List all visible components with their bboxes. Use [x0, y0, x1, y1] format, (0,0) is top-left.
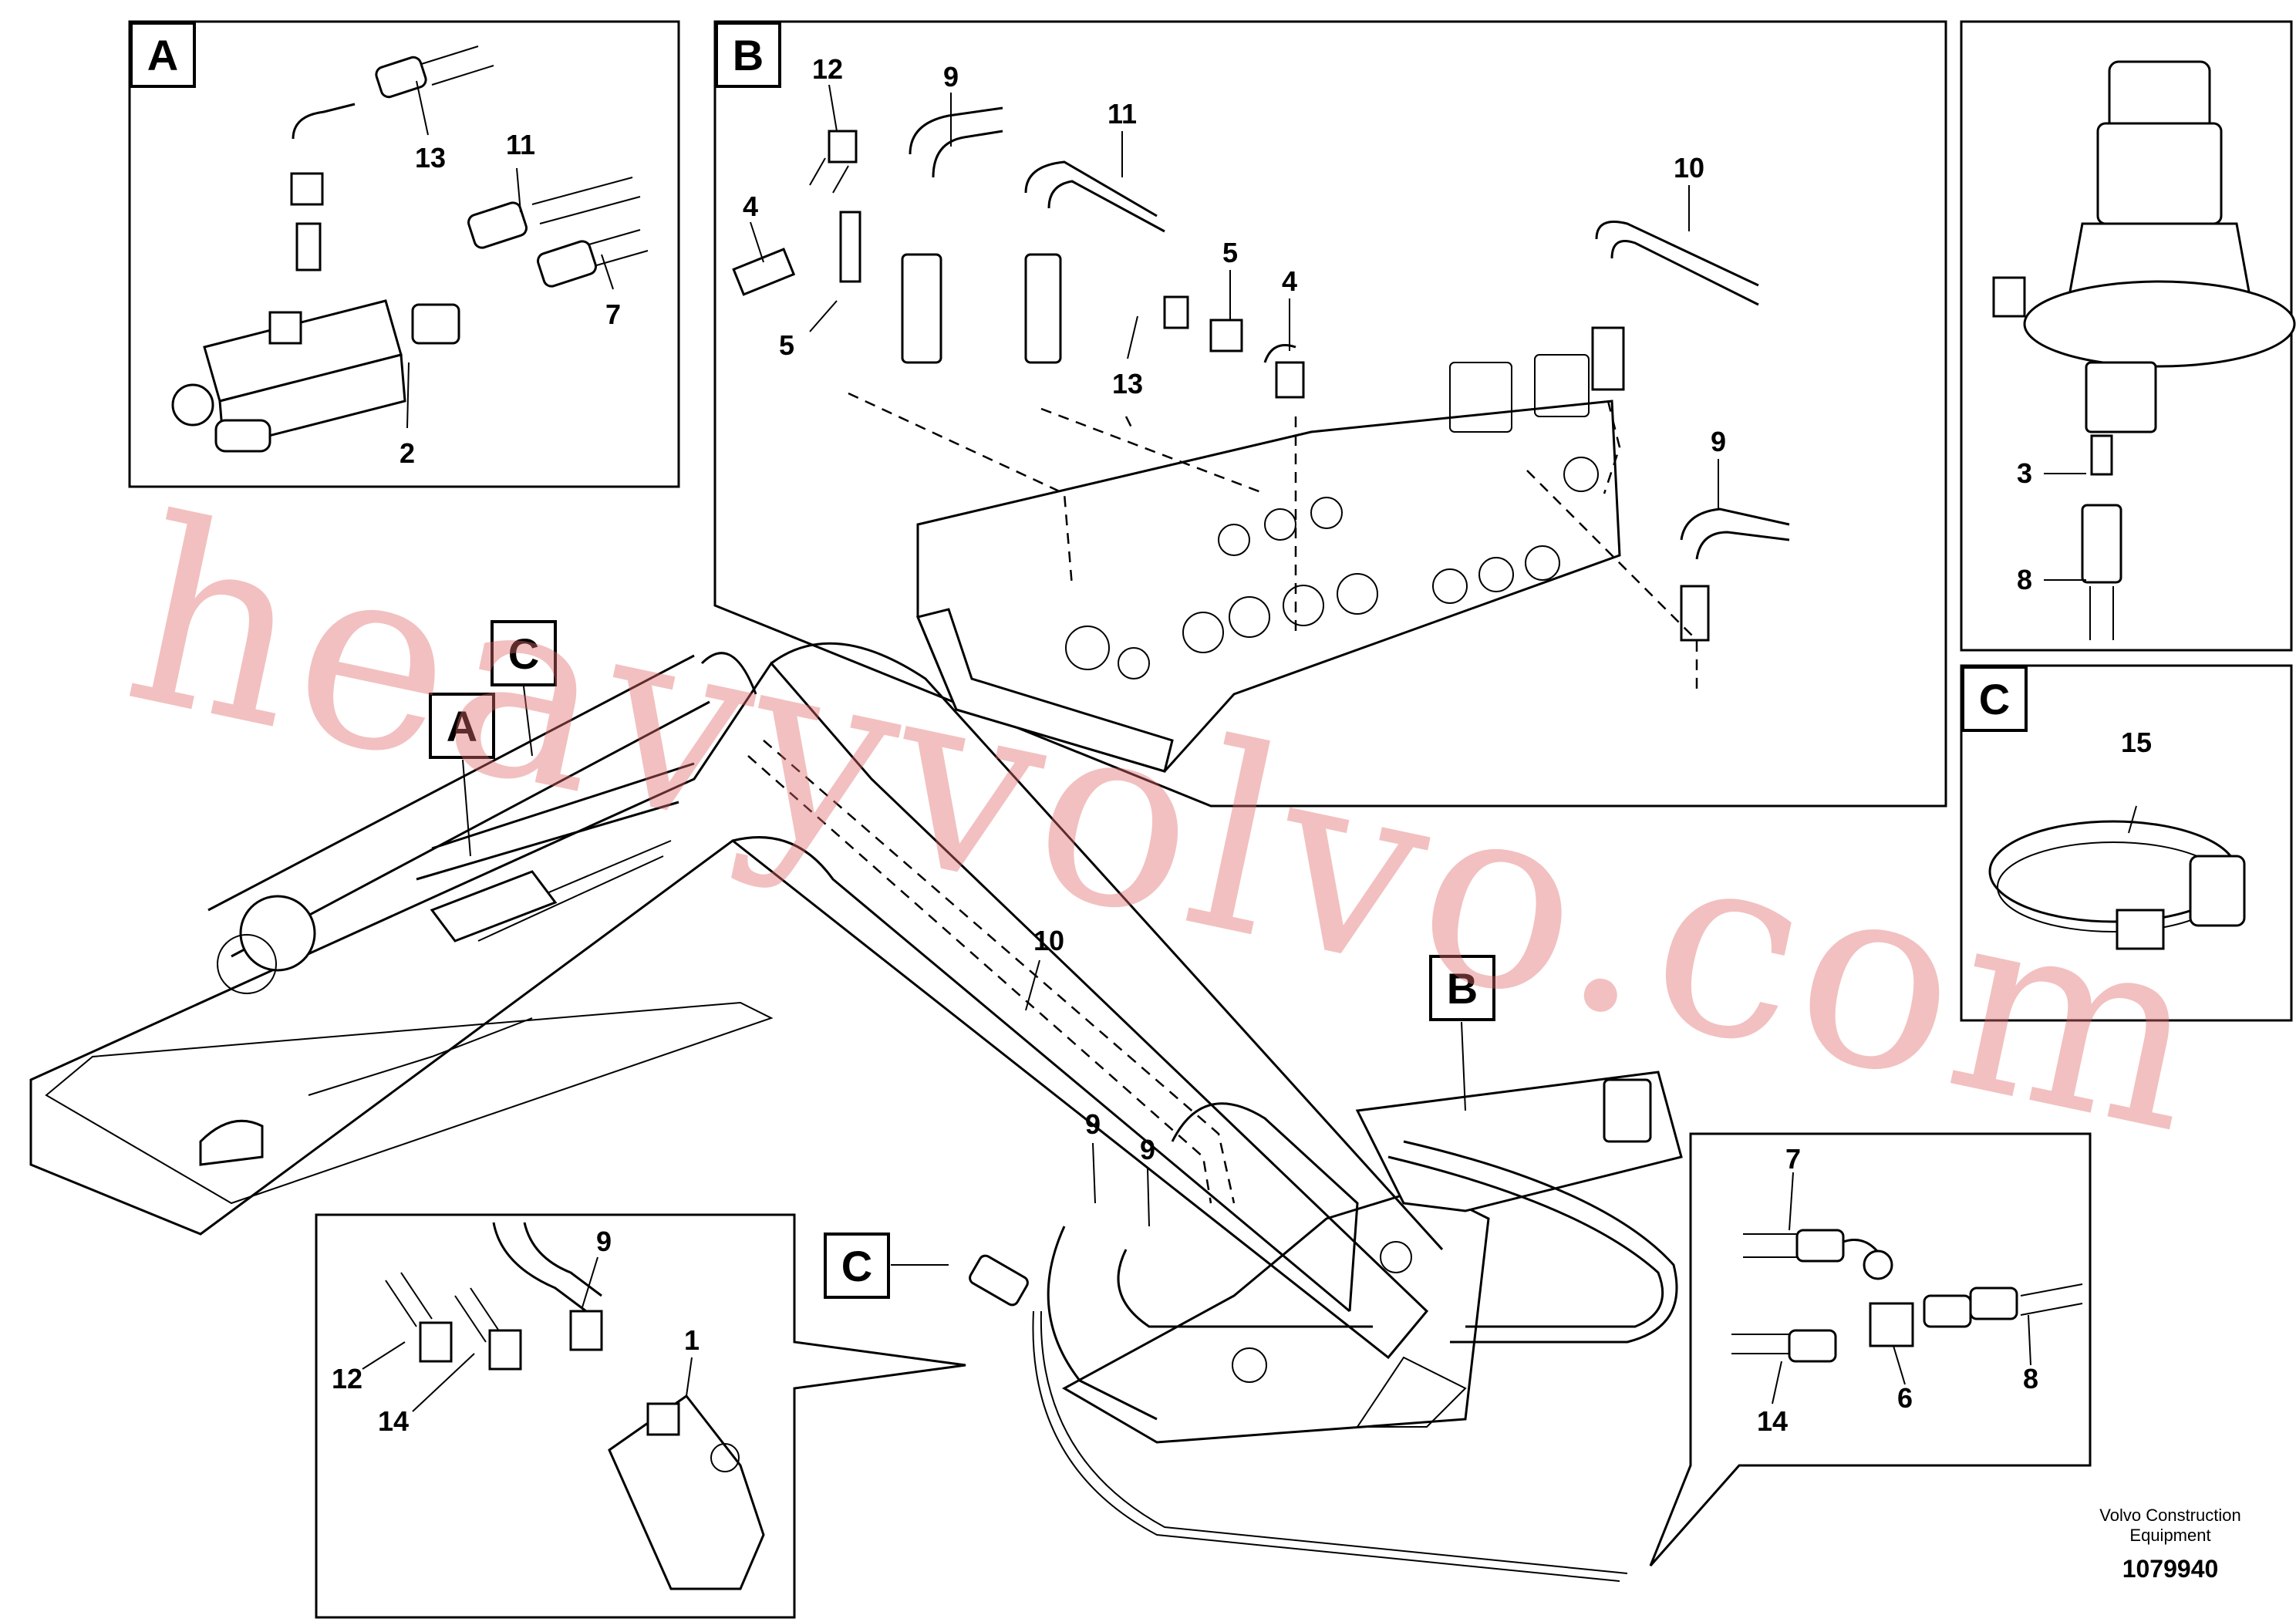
detail-c-clamp-letter: C [1979, 675, 2010, 723]
callout-c-top: C [508, 629, 539, 678]
label-main-10: 10 [1033, 925, 1064, 956]
label-valve-3: 3 [2017, 457, 2032, 489]
label-b-5-mid: 5 [1222, 237, 1238, 268]
detail-bottom-left: 9 1 12 14 [315, 1213, 966, 1619]
label-b-4-mid: 4 [1282, 265, 1297, 297]
boom-assembly [29, 642, 1683, 1582]
label-a-2: 2 [400, 437, 415, 469]
label-a-7: 7 [605, 298, 621, 330]
footer: Volvo Construction Equipment 1079940 [2099, 1506, 2240, 1583]
label-b-4-left: 4 [743, 191, 758, 222]
label-b-12: 12 [812, 53, 843, 85]
callout-a: A [447, 702, 477, 750]
label-br-7: 7 [1785, 1143, 1801, 1175]
callout-c-mid: C [841, 1242, 872, 1290]
main-callouts: C A B C 10 9 9 [429, 620, 1495, 1299]
label-bl-12: 12 [332, 1363, 362, 1394]
label-b-10: 10 [1674, 152, 1704, 184]
label-b-13: 13 [1112, 368, 1143, 400]
label-b-5-left: 5 [779, 329, 794, 361]
label-bl-9: 9 [596, 1226, 612, 1257]
label-b-9: 9 [943, 61, 959, 93]
detail-c-valve: C [857, 1242, 888, 1290]
callout-b: B [1447, 964, 1478, 1013]
detail-c-valve-letter: C [857, 1242, 888, 1290]
detail-b-letter: B [733, 31, 764, 79]
label-clamp-15: 15 [2121, 727, 2152, 758]
label-bl-1: 1 [684, 1324, 700, 1356]
label-b-11: 11 [1108, 98, 1137, 130]
label-br-8: 8 [2023, 1363, 2038, 1394]
label-br-6: 6 [1897, 1382, 1913, 1414]
detail-valve: 3 8 [1960, 20, 2296, 652]
label-a-13: 13 [415, 142, 446, 174]
detail-a-letter: A [147, 31, 178, 79]
label-main-9-right: 9 [1140, 1134, 1155, 1165]
detail-c-clamp: C 15 [1960, 664, 2293, 1022]
detail-b: B [713, 20, 1947, 808]
footer-drawing-number: 1079940 [2122, 1555, 2219, 1583]
footer-company-line1: Volvo Construction [2099, 1506, 2240, 1525]
detail-a: A 13 11 7 2 [128, 20, 680, 488]
label-a-11: 11 [506, 129, 535, 160]
footer-company-line2: Equipment [2129, 1526, 2210, 1545]
label-br-14: 14 [1757, 1405, 1788, 1437]
label-bl-14: 14 [378, 1405, 409, 1437]
label-valve-8: 8 [2017, 564, 2032, 595]
label-b-9-right: 9 [1711, 426, 1726, 457]
detail-bottom-right: 7 6 8 14 [1649, 1132, 2092, 1566]
label-main-9-left: 9 [1085, 1108, 1101, 1140]
